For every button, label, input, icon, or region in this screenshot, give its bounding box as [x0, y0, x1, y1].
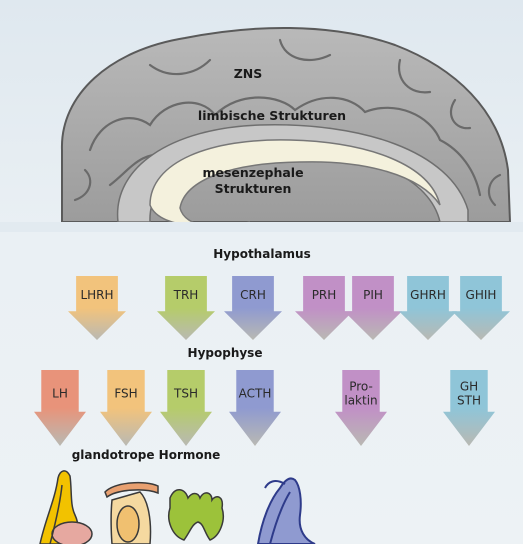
hypophyse-arrow-shape: [229, 370, 281, 446]
hypophyse-arrow-shape: [34, 370, 86, 446]
hypophyse-arrow: ACTH: [229, 370, 281, 446]
hypothalamus-arrow: LHRH: [68, 276, 126, 340]
hypothalamus-arrow: GHRH: [399, 276, 457, 340]
thyroid-illustration: [169, 490, 223, 540]
ovary-illustration: [40, 471, 92, 544]
hypophyse-hormone-label: FSH: [114, 386, 137, 400]
label-mesencephalic-line2: Strukturen: [215, 181, 292, 196]
hypophyse-arrow-shape: [100, 370, 152, 446]
hypothalamus-hormone-label: PRH: [312, 288, 337, 302]
hypothalamus-arrow-shape: [399, 276, 457, 340]
hypophyse-hormone-label: laktin: [344, 393, 377, 407]
hypothalamus-arrow: CRH: [224, 276, 282, 340]
adrenal-illustration: [258, 478, 315, 544]
hypothalamus-hormone-label: GHIH: [466, 288, 497, 302]
testis-illustration: [105, 483, 158, 544]
hypophyse-hormone-label: ACTH: [239, 386, 272, 400]
hypothalamus-hormone-label: GHRH: [410, 288, 446, 302]
gland-illustrations: [40, 471, 315, 544]
hypothalamus-arrow: TRH: [157, 276, 215, 340]
hypothalamus-arrow: PRH: [295, 276, 353, 340]
label-zns: ZNS: [234, 66, 263, 81]
hypothalamus-arrow-shape: [157, 276, 215, 340]
hypothalamus-arrow-shape: [295, 276, 353, 340]
hypophyse-arrow: Pro-laktin: [335, 370, 387, 446]
glandotrope-title: glandotrope Hormone: [72, 448, 221, 462]
hypothalamus-hormone-label: PIH: [363, 288, 383, 302]
hypothalamus-arrow: PIH: [344, 276, 402, 340]
hypophyse-hormone-label: LH: [52, 386, 68, 400]
hypophyse-arrow: FSH: [100, 370, 152, 446]
hypothalamus-arrow-shape: [452, 276, 510, 340]
hypophyse-arrow-shape: [160, 370, 212, 446]
hypothalamus-title: Hypothalamus: [213, 247, 310, 261]
hypothalamus-hormone-label: CRH: [240, 288, 266, 302]
label-mesencephalic-line1: mesenzephale: [202, 165, 303, 180]
hypophyse-hormone-label: Pro-: [349, 379, 373, 393]
hypothalamus-hormone-label: TRH: [173, 288, 199, 302]
brain-illustration: [0, 28, 523, 232]
hypophyse-hormone-label: GH: [460, 379, 478, 393]
hypothalamus-arrow-shape: [68, 276, 126, 340]
hypothalamus-hormone-label: LHRH: [80, 288, 113, 302]
hypothalamus-arrow-shape: [344, 276, 402, 340]
hypothalamus-arrow-shape: [224, 276, 282, 340]
hypophyse-arrow: LH: [34, 370, 86, 446]
hypophyse-hormone-label: TSH: [173, 386, 198, 400]
hypothalamus-arrows: LHRH TRH CRH PRH PIH GHRH GHIH: [68, 276, 510, 340]
hypophyse-title: Hypophyse: [188, 346, 263, 360]
hypophyse-arrow: TSH: [160, 370, 212, 446]
hypophyse-hormone-label: STH: [457, 393, 481, 407]
hypothalamus-arrow: GHIH: [452, 276, 510, 340]
label-limbic: limbische Strukturen: [198, 108, 346, 123]
